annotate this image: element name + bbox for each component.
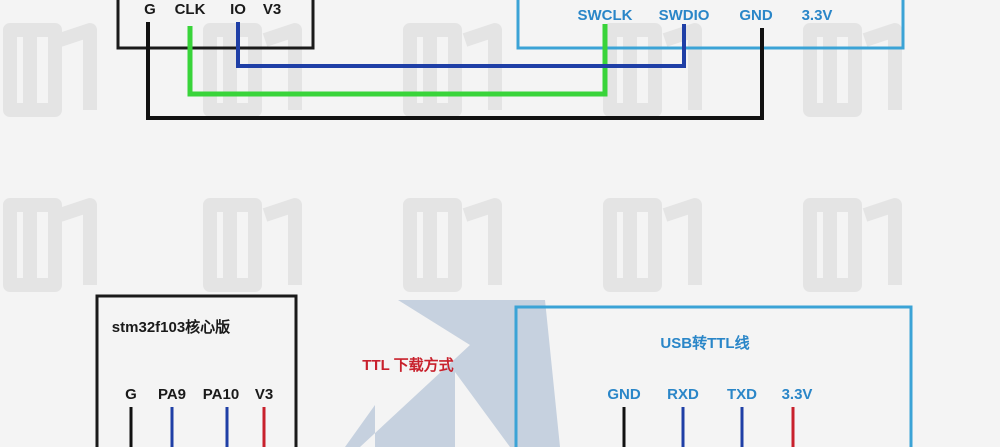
programmer-box [116, 0, 315, 50]
adapter-pin-gnd: GND [607, 386, 641, 403]
wire-io-blue [236, 22, 686, 68]
core-pin-v3: V3 [255, 386, 273, 403]
programmer-pin-io: IO [230, 1, 246, 18]
adapter-pin-3v3: 3.3V [782, 386, 813, 403]
watermark [3, 23, 902, 292]
programmer-pin-clk: CLK [175, 1, 206, 18]
adapter-pin-rxd: RXD [667, 386, 699, 403]
target-pin-swclk: SWCLK [578, 7, 633, 24]
target-pin-gnd: GND [739, 7, 773, 24]
target-pin-swdio: SWDIO [659, 7, 710, 24]
programmer-pin-v3: V3 [263, 1, 281, 18]
core-pin-pa10: PA10 [203, 386, 239, 403]
target-box [516, 0, 905, 50]
adapter-pin-txd: TXD [727, 386, 757, 403]
top-section: G CLK IO V3 SWCLK SWDIO GND 3.3V [116, 0, 905, 120]
core-board-title: stm32f103核心版 [112, 318, 230, 336]
core-board-box [95, 294, 298, 447]
programmer-pin-g: G [144, 1, 156, 18]
bottom-section: stm32f103核心版 G PA9 PA10 V3 TTL 下载方式 USB转… [95, 294, 913, 447]
target-pin-3v3: 3.3V [802, 7, 833, 24]
wire-gnd-black [146, 22, 764, 120]
core-pin-g: G [125, 386, 137, 403]
usb-ttl-box [514, 305, 913, 447]
arrow-watermark [270, 300, 560, 447]
core-pin-pa9: PA9 [158, 386, 186, 403]
usb-ttl-title: USB转TTL线 [660, 334, 749, 352]
wire-clk-green [187, 24, 608, 97]
mode-label: TTL 下载方式 [362, 356, 453, 374]
